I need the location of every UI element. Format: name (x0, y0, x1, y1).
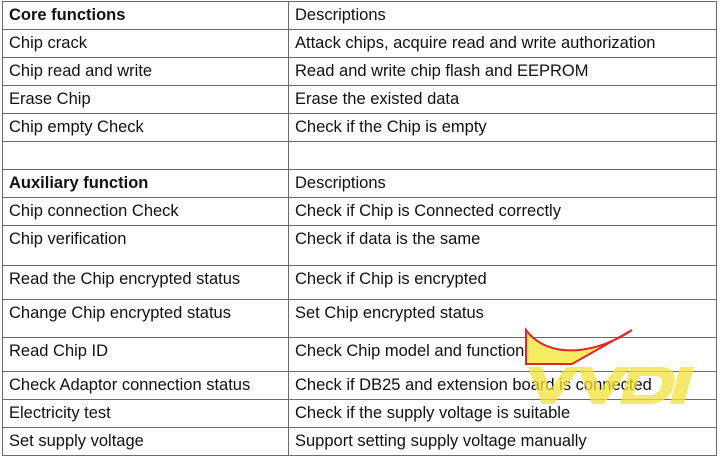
description-cell: Check if data is the same (288, 225, 717, 266)
function-cell: Chip connection Check (2, 197, 289, 226)
function-cell: Chip read and write (2, 57, 289, 86)
description-cell: Erase the existed data (288, 85, 717, 114)
description-cell: Check if the supply voltage is suitable (288, 399, 717, 428)
function-cell: Chip empty Check (2, 113, 289, 142)
empty-cell (288, 141, 717, 170)
function-cell: Chip verification (2, 225, 289, 266)
function-cell: Change Chip encrypted status (2, 299, 289, 338)
description-cell: Check Chip model and function (288, 337, 717, 372)
function-cell: Erase Chip (2, 85, 289, 114)
function-cell: Check Adaptor connection status (2, 371, 289, 400)
description-cell: Attack chips, acquire read and write aut… (288, 29, 717, 58)
auxiliary-header-row: Auxiliary function Descriptions (2, 169, 717, 198)
function-cell: Set supply voltage (2, 427, 289, 456)
core-functions-heading: Core functions (2, 1, 289, 30)
core-header-row: Core functions Descriptions (2, 1, 717, 30)
function-cell: Electricity test (2, 399, 289, 428)
description-cell: Read and write chip flash and EEPROM (288, 57, 717, 86)
function-cell: Read Chip ID (2, 337, 289, 372)
empty-cell (2, 141, 289, 170)
description-cell: Set Chip encrypted status (288, 299, 717, 338)
function-cell: Read the Chip encrypted status (2, 265, 289, 300)
description-cell: Check if Chip is Connected correctly (288, 197, 717, 226)
description-cell: Support setting supply voltage manually (288, 427, 717, 456)
description-cell: Check if DB25 and extension board is con… (288, 371, 717, 400)
description-cell: Check if the Chip is empty (288, 113, 717, 142)
description-cell: Check if Chip is encrypted (288, 265, 717, 300)
descriptions-heading: Descriptions (288, 169, 717, 198)
auxiliary-function-heading: Auxiliary function (2, 169, 289, 198)
empty-row (2, 141, 717, 170)
descriptions-heading: Descriptions (288, 1, 717, 30)
function-cell: Chip crack (2, 29, 289, 58)
